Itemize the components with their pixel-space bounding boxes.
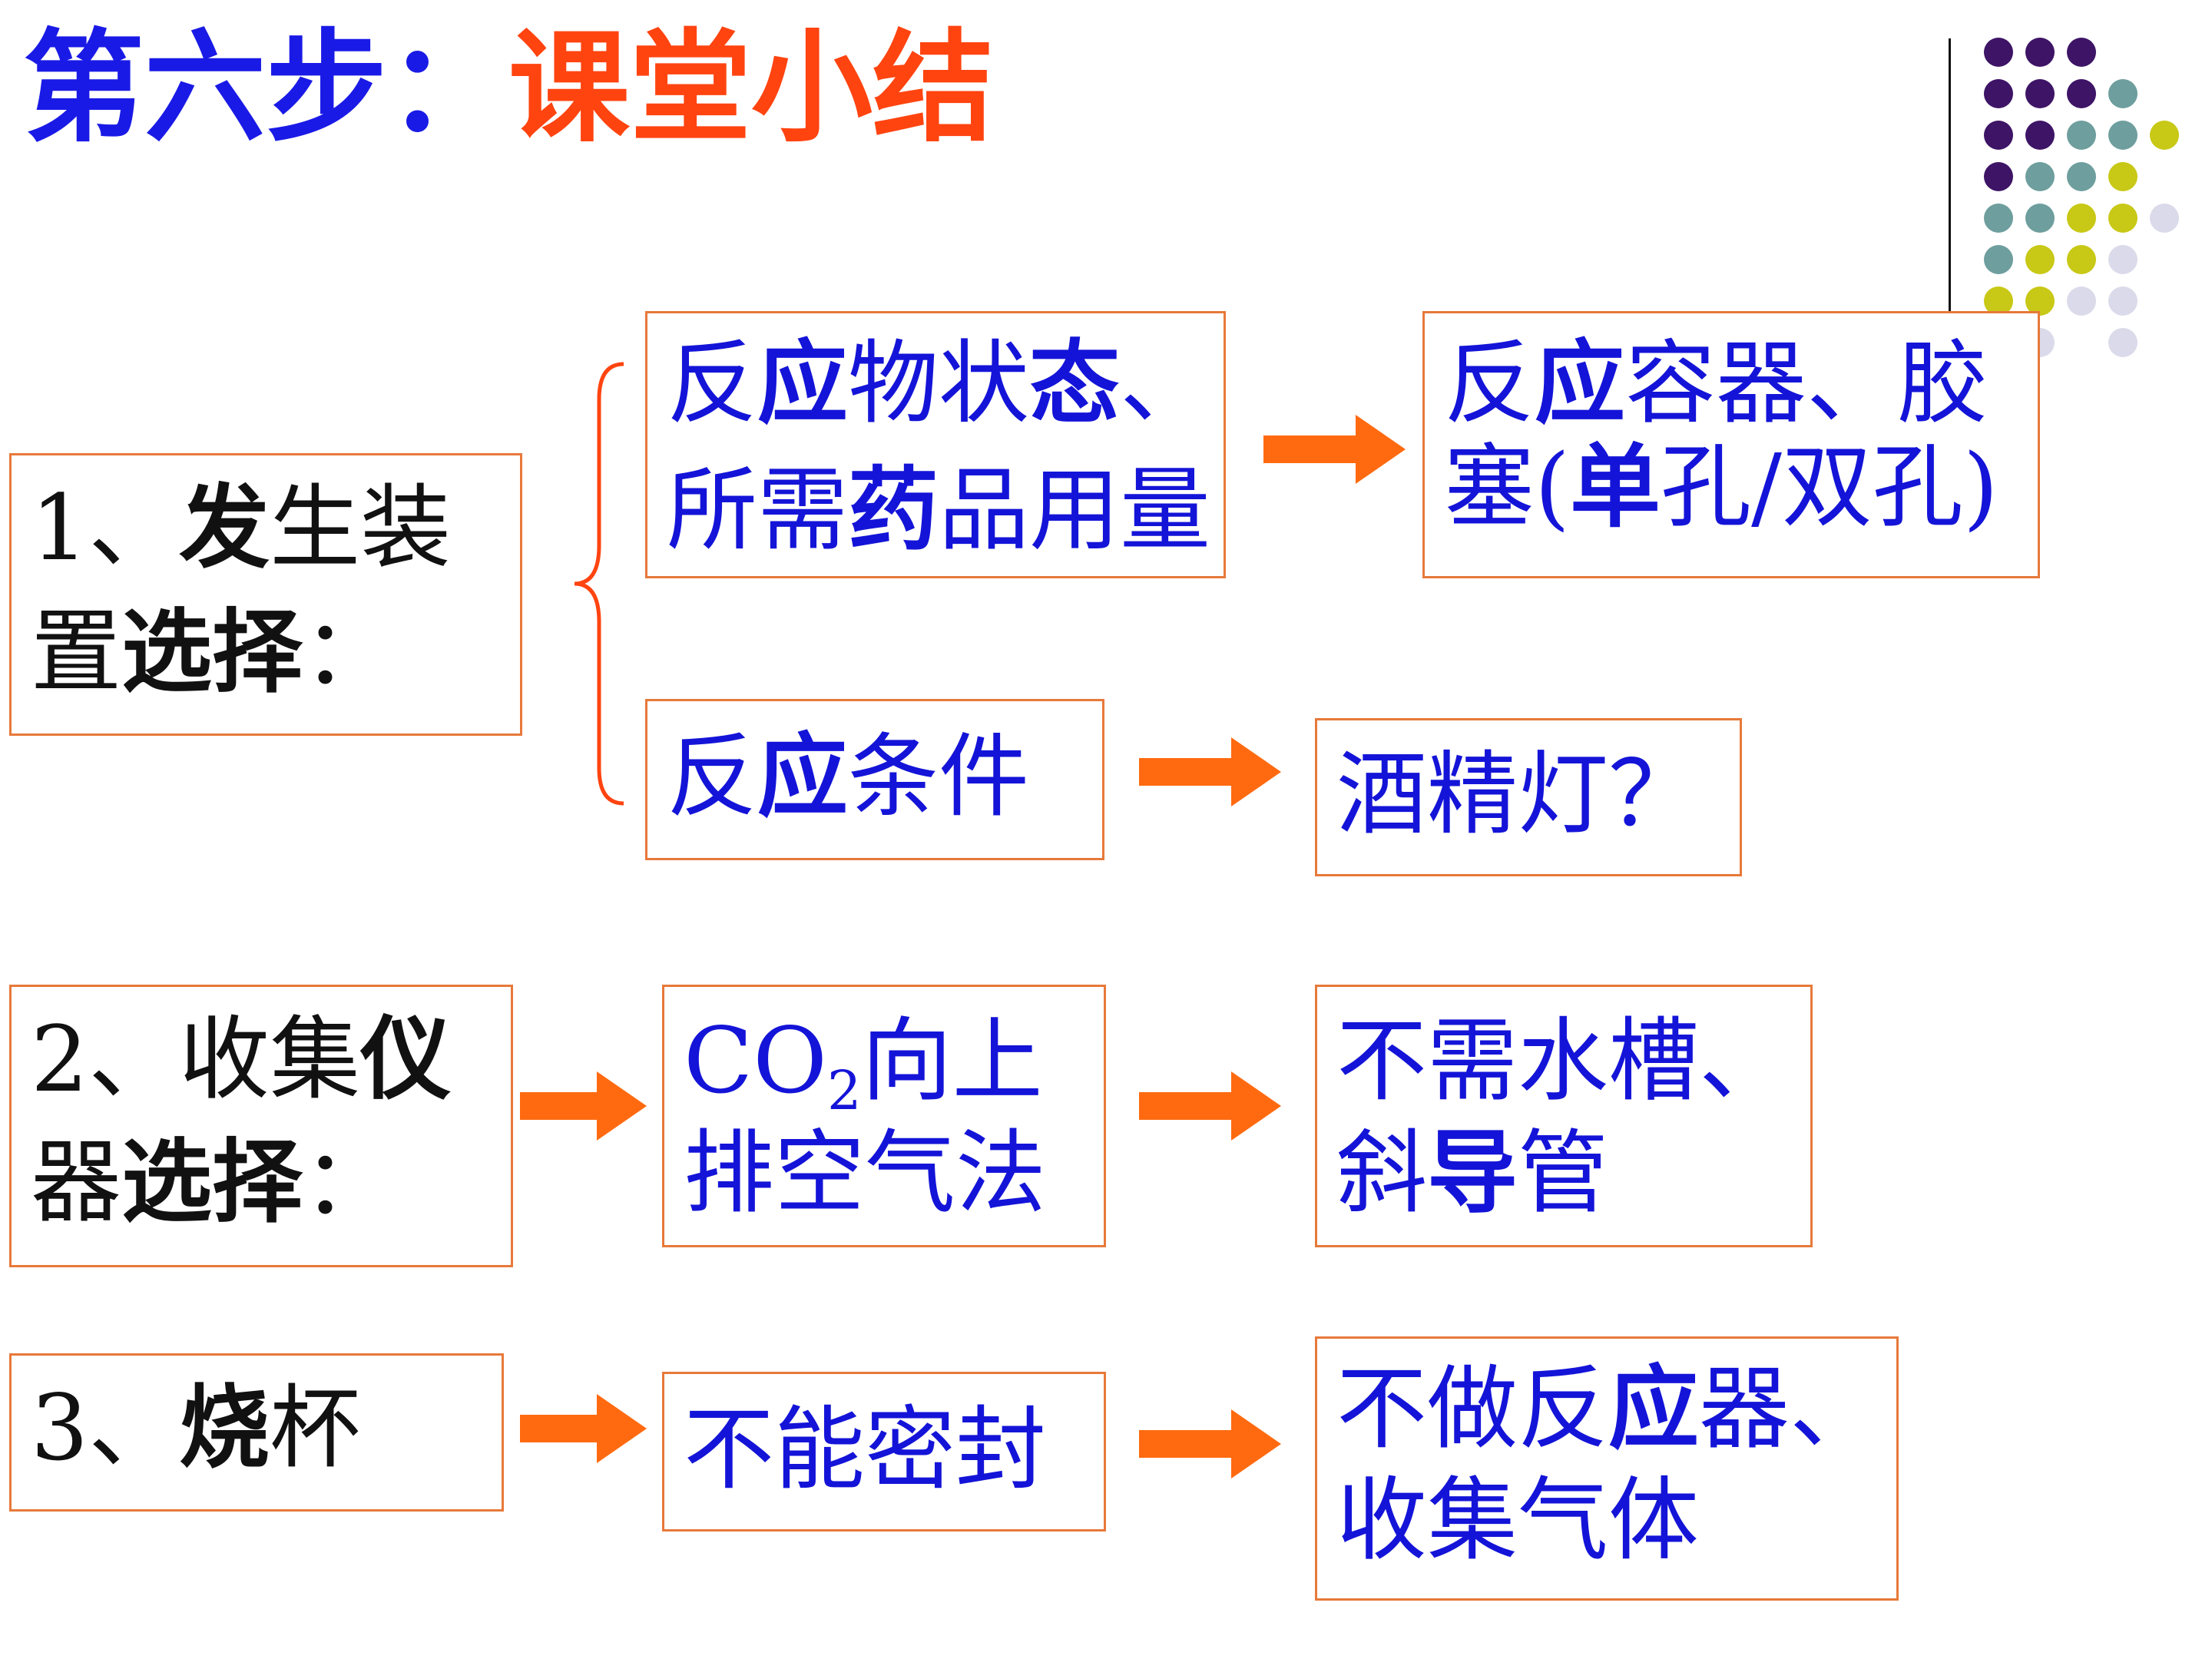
collection-selection-label-line1: 2、收集仪 [31, 1006, 452, 1112]
reaction-vessel-line1: 反应容器、胶 [1444, 330, 1988, 436]
decorative-dot [2108, 328, 2137, 357]
page-title: 第六步：课堂小结 [23, 15, 994, 161]
decorative-vertical-line [1949, 38, 1951, 346]
reaction-vessel-line2: 塞(单孔/双孔) [1444, 434, 1998, 540]
reactant-state-box [645, 311, 1226, 578]
reactant-state-line2: 所需药品用量 [667, 457, 1211, 563]
decorative-dot [2067, 286, 2096, 316]
decorative-dot [2108, 79, 2137, 108]
alcohol-lamp-box [1315, 718, 1742, 876]
cannot-seal-text: 不能密封 [684, 1396, 1047, 1502]
decorative-dot [2025, 162, 2055, 191]
decorative-dot [1984, 204, 2013, 233]
reactant-state-line1: 反应物状态、 [667, 330, 1211, 436]
decorative-dot [1984, 245, 2013, 274]
decorative-dot [2150, 204, 2179, 233]
generator-selection-label-line1: 1、发生装 [31, 475, 452, 581]
generator-selection-label-line2: 置选择： [31, 599, 394, 705]
decorative-dot [2025, 121, 2055, 150]
collection-selection-label-line2: 器选择： [31, 1129, 394, 1235]
decorative-dot [2108, 245, 2137, 274]
decorative-dot [2067, 38, 2096, 67]
arrow-right-icon [520, 1071, 647, 1141]
decorative-dot [2067, 121, 2096, 150]
decorative-dot-grid [1984, 38, 2179, 357]
upward-air-method-line2: 排空气法 [684, 1120, 1047, 1226]
beaker-label: 3、烧杯 [31, 1375, 361, 1481]
decorative-dot [2108, 204, 2137, 233]
upward-air-method-line1: CO2向上 [684, 1008, 1043, 1122]
upward-air-method-box [662, 985, 1106, 1247]
title-topic: 课堂小结 [508, 18, 994, 159]
not-a-reactor-box [1315, 1336, 1899, 1601]
beaker-box [9, 1353, 504, 1512]
no-water-trough-line1: 不需水槽、 [1336, 1008, 1790, 1114]
reaction-condition-box [645, 699, 1104, 860]
reaction-condition-text: 反应条件 [667, 724, 1030, 830]
not-a-reactor-line1: 不做反应器、 [1336, 1356, 1881, 1462]
decorative-dot [1984, 79, 2013, 108]
decorative-dot [2108, 286, 2137, 316]
no-water-trough-box [1315, 985, 1813, 1247]
not-a-reactor-line2: 收集气体 [1336, 1467, 1700, 1573]
decorative-dot [1984, 121, 2013, 150]
decorative-dot [2108, 121, 2137, 150]
decorative-dot [2025, 79, 2055, 108]
reaction-vessel-box [1422, 311, 2040, 578]
decorative-dot [2067, 79, 2096, 108]
decorative-dot [1984, 38, 2013, 67]
arrow-right-icon [1263, 415, 1406, 484]
decorative-dot [1984, 162, 2013, 191]
decorative-dot [2025, 204, 2055, 233]
alcohol-lamp-text: 酒精灯？ [1336, 741, 1700, 847]
decorative-dot [2025, 286, 2055, 316]
decorative-dot [2067, 162, 2096, 191]
decorative-dot [2067, 245, 2096, 274]
cannot-seal-box [662, 1372, 1106, 1532]
no-water-trough-line2: 斜导管 [1336, 1120, 1609, 1226]
arrow-right-icon [1139, 1409, 1281, 1479]
decorative-dot [2150, 121, 2179, 150]
decorative-dot [2108, 162, 2137, 191]
decorative-dot [2025, 38, 2055, 67]
arrow-right-icon [1139, 1071, 1281, 1141]
arrow-right-icon [520, 1394, 647, 1463]
generator-selection-box [9, 453, 522, 736]
decorative-dot [2067, 204, 2096, 233]
collection-selection-box [9, 985, 513, 1267]
decorative-dot [2025, 245, 2055, 274]
decorative-dot [1984, 286, 2013, 316]
title-step: 第六步： [23, 18, 508, 159]
curly-brace [574, 362, 624, 806]
arrow-right-icon [1139, 737, 1281, 806]
